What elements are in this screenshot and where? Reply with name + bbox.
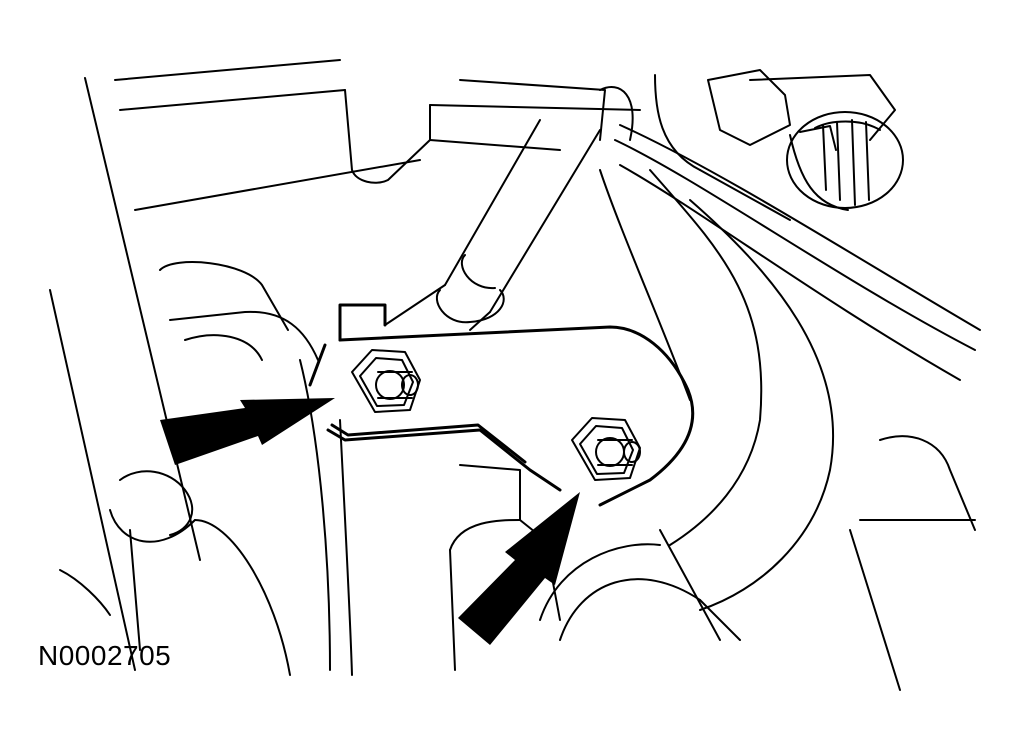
arrow-right	[458, 492, 580, 645]
right-strap	[614, 124, 981, 381]
figure-reference-code: N0002705	[38, 640, 172, 671]
large-bolt	[654, 69, 904, 211]
coolant-pipe	[539, 169, 976, 691]
bracket-plate	[308, 303, 695, 507]
hex-nut-right	[571, 417, 641, 481]
left-housing	[49, 59, 421, 676]
arrow-left	[160, 398, 335, 465]
rod	[384, 119, 601, 331]
lower-hoses	[59, 464, 561, 676]
hex-nut-left	[351, 349, 421, 413]
top-block	[344, 79, 641, 184]
